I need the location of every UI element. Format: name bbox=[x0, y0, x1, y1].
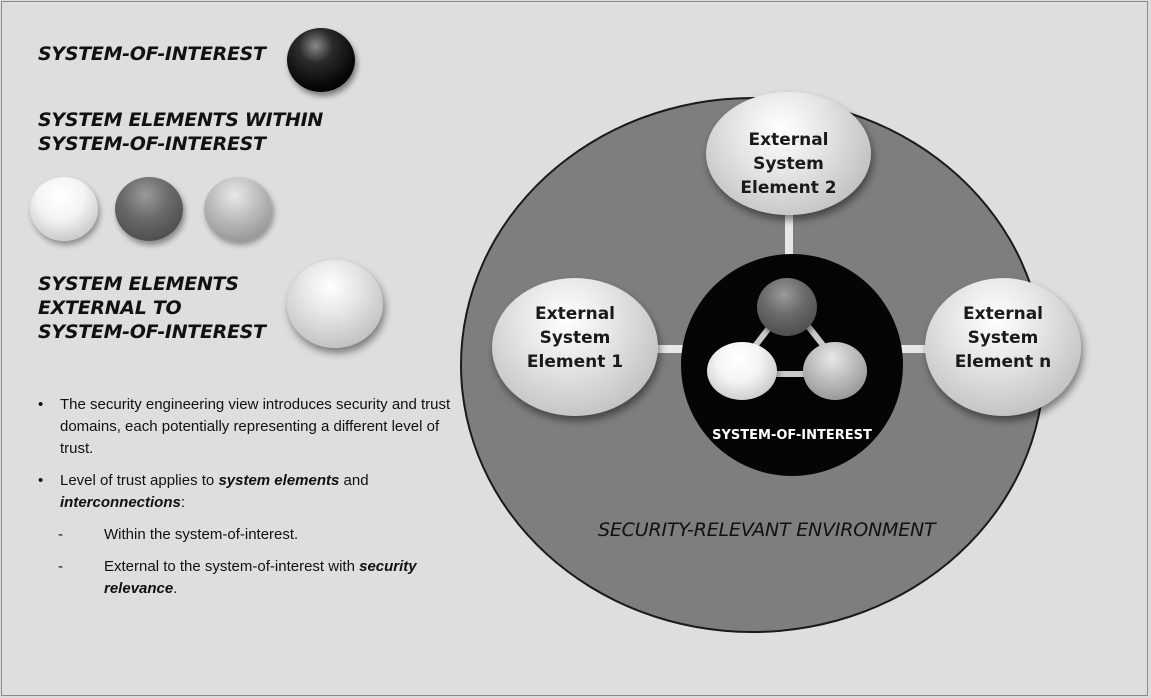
sub-bullet-text: Within the system-of-interest. bbox=[104, 526, 299, 543]
bullet-emphasis: security relevance bbox=[104, 558, 417, 597]
bullet-text-mid: and bbox=[339, 472, 369, 489]
external-element-1 bbox=[492, 278, 658, 416]
bullet-item: • Level of trust applies to system eleme… bbox=[38, 470, 458, 514]
bullet-text: The security engineering view introduces… bbox=[60, 396, 451, 457]
external-element-n bbox=[925, 278, 1081, 416]
legend-within-line1: SYSTEM ELEMENTS WITHIN bbox=[38, 109, 323, 131]
internal-element-top bbox=[757, 278, 817, 336]
soi-label: SYSTEM-OF-INTEREST bbox=[712, 428, 872, 443]
legend-within-sphere-mid bbox=[204, 177, 272, 241]
label-line: External bbox=[962, 304, 1044, 324]
internal-element-right bbox=[803, 342, 867, 400]
legend-within-sphere-light bbox=[30, 177, 98, 241]
sub-bullet-item: - Within the system-of-interest. bbox=[38, 524, 458, 546]
description-bullets: • The security engineering view introduc… bbox=[38, 394, 458, 610]
sub-bullet-text-post: . bbox=[173, 580, 178, 597]
legend-within-sphere-dark bbox=[115, 177, 183, 241]
legend-external-line2: EXTERNAL TO bbox=[38, 297, 182, 319]
external-element-2 bbox=[706, 92, 871, 215]
label-line: Element 2 bbox=[740, 178, 837, 198]
label-line: Element 1 bbox=[526, 352, 624, 372]
bullet-text-post: : bbox=[180, 494, 186, 511]
label-line: External bbox=[534, 304, 616, 324]
bullet-item: • The security engineering view introduc… bbox=[38, 394, 458, 460]
legend-within-line2: SYSTEM-OF-INTEREST bbox=[38, 133, 266, 155]
connector-top bbox=[785, 210, 793, 260]
label-line: System bbox=[753, 154, 824, 174]
legend-external-sphere bbox=[287, 260, 383, 348]
legend-soi-sphere bbox=[287, 28, 355, 92]
legend-within-label: SYSTEM ELEMENTS WITHIN SYSTEM-OF-INTERES… bbox=[38, 108, 323, 156]
bullet-text-pre: Level of trust applies to bbox=[60, 472, 219, 489]
connector-right bbox=[895, 345, 935, 353]
dash-marker: - bbox=[58, 526, 63, 543]
label-line: System bbox=[539, 328, 611, 348]
environment-label: SECURITY-RELEVANT ENVIRONMENT bbox=[598, 519, 936, 541]
label-line: Element n bbox=[954, 352, 1052, 372]
external-element-1-label: External System Element 1 bbox=[492, 302, 658, 374]
legend-external-label: SYSTEM ELEMENTS EXTERNAL TO SYSTEM-OF-IN… bbox=[38, 272, 266, 344]
legend-soi-label: SYSTEM-OF-INTEREST bbox=[38, 43, 266, 65]
dash-marker: - bbox=[58, 558, 63, 575]
external-element-n-label: External System Element n bbox=[925, 302, 1081, 374]
legend-external-line3: SYSTEM-OF-INTEREST bbox=[38, 321, 266, 343]
internal-element-left bbox=[707, 342, 777, 400]
external-element-2-label: External System Element 2 bbox=[706, 128, 871, 200]
legend-external-line1: SYSTEM ELEMENTS bbox=[38, 273, 239, 295]
bullet-emphasis: system elements bbox=[218, 472, 340, 489]
bullet-marker: • bbox=[38, 396, 44, 413]
connector-left bbox=[640, 345, 688, 353]
sub-bullet-text-pre: External to the system-of-interest with bbox=[104, 558, 360, 575]
sub-bullet-item: - External to the system-of-interest wit… bbox=[38, 556, 458, 600]
bullet-emphasis: interconnections bbox=[60, 494, 181, 511]
label-line: System bbox=[967, 328, 1039, 348]
label-line: External bbox=[748, 130, 829, 150]
bullet-marker: • bbox=[38, 472, 44, 489]
